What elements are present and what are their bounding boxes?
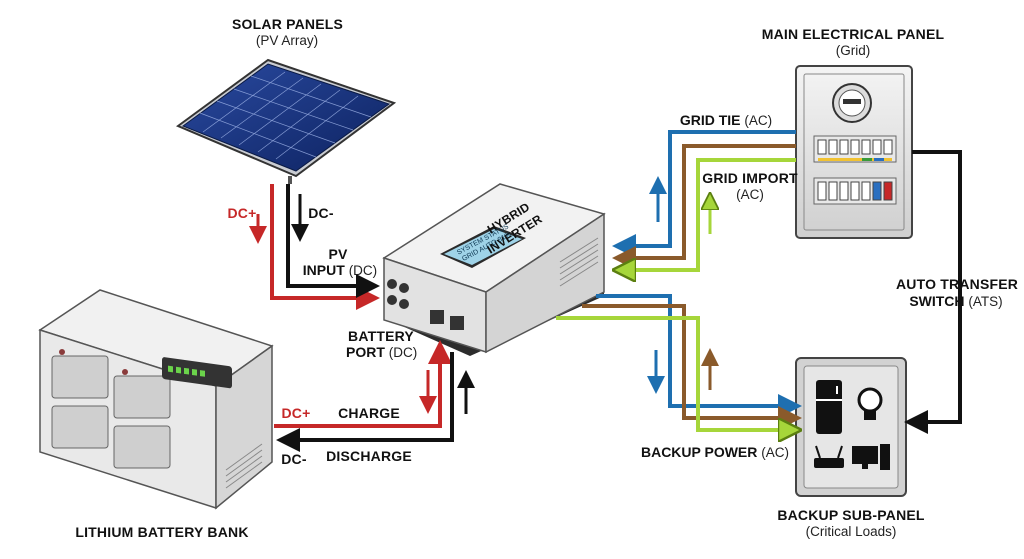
grid-import-label-2: (AC) bbox=[736, 187, 764, 202]
pv-dc-minus-label: DC- bbox=[308, 205, 334, 221]
pv-input-label-1: PV bbox=[328, 246, 348, 262]
lithium-battery-bank bbox=[38, 289, 274, 510]
grid-import-label-1: GRID IMPORT bbox=[702, 170, 798, 186]
solar-panel bbox=[175, 58, 397, 184]
main-electrical-panel bbox=[795, 65, 913, 239]
backup-sub-panel-title: BACKUP SUB-PANEL bbox=[777, 507, 925, 523]
breaker-row-2 bbox=[813, 177, 897, 205]
grid-import-green-wire bbox=[620, 158, 796, 270]
battery-cells bbox=[51, 355, 171, 469]
pv-dc-plus-label: DC+ bbox=[227, 205, 257, 221]
grid-tie-label: GRID TIE (AC) bbox=[679, 112, 773, 128]
pv-input-label-2: INPUT (DC) bbox=[302, 262, 378, 278]
backup-brown-wire bbox=[582, 304, 802, 430]
breaker-row-1 bbox=[813, 135, 897, 163]
main-panel-subtitle: (Grid) bbox=[835, 43, 871, 58]
battery-dc-minus-label: DC- bbox=[281, 451, 307, 467]
grid-tie-blue-wire bbox=[612, 130, 796, 258]
backup-power-label: BACKUP POWER (AC) bbox=[640, 444, 790, 460]
router-icon bbox=[814, 445, 844, 468]
computer-icon bbox=[852, 444, 890, 470]
backup-sub-panel bbox=[795, 357, 907, 497]
backup-sub-panel-subtitle: (Critical Loads) bbox=[805, 524, 897, 539]
battery-dc-positive-wire bbox=[274, 340, 452, 428]
discharge-label: DISCHARGE bbox=[326, 448, 412, 464]
battery-port-label-1: BATTERY bbox=[348, 328, 414, 344]
charge-label: CHARGE bbox=[338, 405, 400, 421]
main-panel-title: MAIN ELECTRICAL PANEL bbox=[761, 26, 945, 42]
ats-wire bbox=[904, 150, 962, 434]
solar-panels-title: SOLAR PANELS bbox=[232, 16, 344, 32]
battery-bank-title: LITHIUM BATTERY BANK bbox=[75, 524, 249, 540]
pv-dc-negative-wire bbox=[286, 184, 380, 298]
refrigerator-icon bbox=[816, 380, 842, 434]
battery-dc-plus-label: DC+ bbox=[281, 405, 311, 421]
ats-label-1: AUTO TRANSFER bbox=[896, 276, 1019, 292]
pv-dc-positive-wire bbox=[270, 184, 380, 310]
light-bulb-icon bbox=[857, 387, 883, 420]
inverter-lcd-screen bbox=[444, 229, 522, 265]
ats-label-2: SWITCH (ATS) bbox=[909, 293, 1003, 309]
backup-green-wire bbox=[556, 316, 794, 430]
backup-blue-wire bbox=[596, 294, 802, 418]
battery-dc-negative-wire bbox=[276, 352, 454, 452]
battery-port-label-2: PORT (DC) bbox=[346, 344, 418, 360]
hybrid-inverter bbox=[382, 183, 606, 356]
grid-brown-wire bbox=[612, 144, 796, 270]
solar-panels-subtitle: (PV Array) bbox=[255, 33, 319, 48]
